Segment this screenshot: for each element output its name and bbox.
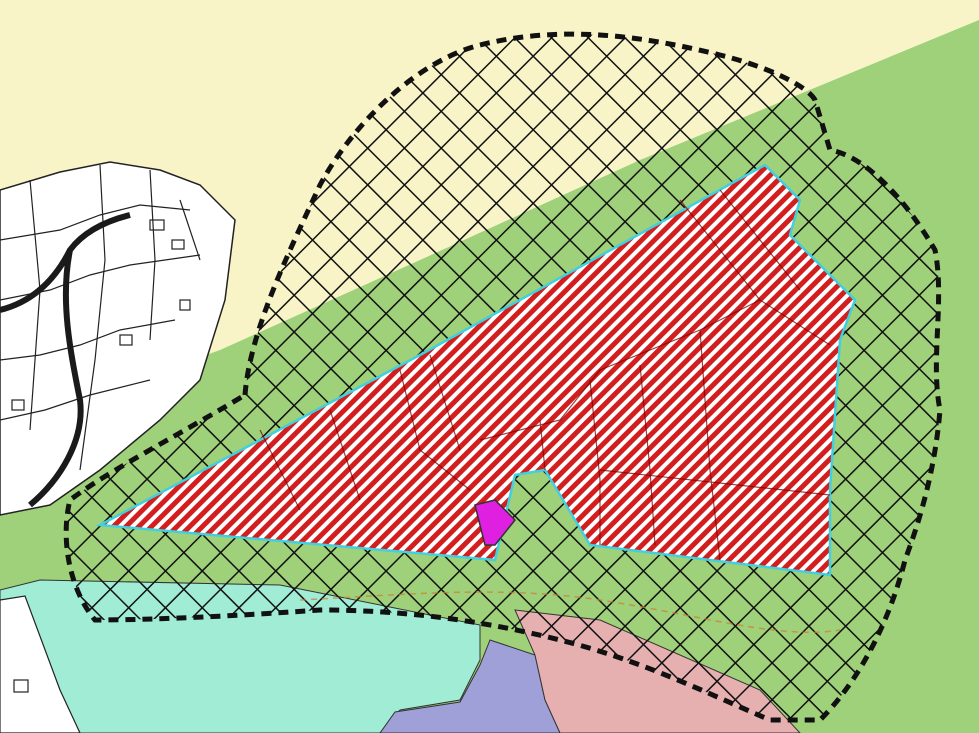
road-line	[0, 212, 131, 508]
orange-dashed-line	[299, 591, 841, 633]
red-hatched-area[interactable]	[95, 163, 857, 577]
red-area-parcel-lines	[259, 189, 831, 561]
magenta-parcel[interactable]	[474, 499, 517, 546]
cadastral-white-area	[0, 161, 236, 516]
cadastral-building	[13, 679, 29, 693]
cadastral-white-bottom	[0, 595, 81, 733]
